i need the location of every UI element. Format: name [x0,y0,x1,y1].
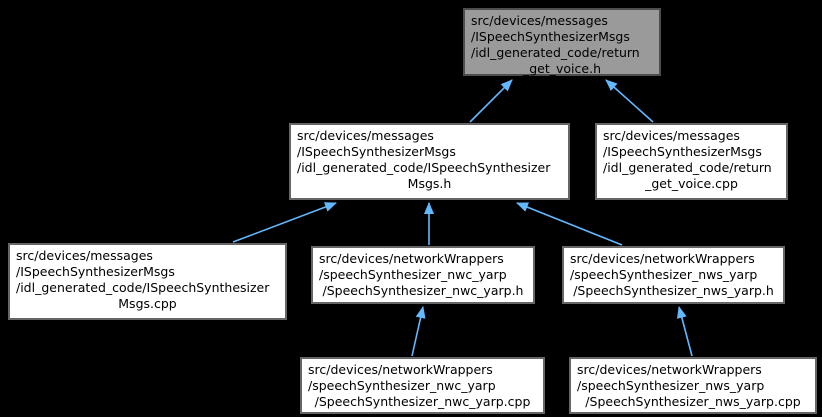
edge-msgs-h-to-return-get-voice-h [469,79,513,123]
node-label-line: src/devices/networkWrappers [570,251,755,266]
node-label-line: /ISpeechSynthesizerMsgs [16,264,175,279]
node-label-line: /SpeechSynthesizer_nws_yarp.h [573,283,774,298]
node-label-line: src/devices/messages [297,128,434,143]
node-label-line: src/devices/messages [16,248,153,263]
node-label-line: /SpeechSynthesizer_nwc_yarp.h [322,283,524,298]
node-label-line: src/devices/networkWrappers [319,251,504,266]
node-return-get-voice-cpp[interactable]: src/devices/messages /ISpeechSynthesizer… [595,123,788,200]
node-speechsynthesizer-nwc-yarp-cpp[interactable]: src/devices/networkWrappers /speechSynth… [300,357,545,414]
node-label-line: _get_voice.h [522,61,601,76]
edge-nws-yarp-h-to-msgs-h [516,202,623,246]
node-ispeechsynthesizermsgs-cpp[interactable]: src/devices/messages /ISpeechSynthesizer… [8,243,287,320]
node-label-line: /idl_generated_code/return [471,45,640,60]
node-label-line: Msgs.cpp [118,296,177,311]
node-label-line: Msgs.h [407,176,452,191]
node-label-line: /idl_generated_code/ISpeechSynthesizer [16,280,270,295]
node-label-line: /SpeechSynthesizer_nws_yarp.cpp [585,394,801,409]
node-label-line: /ISpeechSynthesizerMsgs [471,29,630,44]
node-label-line: src/devices/messages [603,128,740,143]
node-label-line: /speechSynthesizer_nwc_yarp [308,378,496,393]
node-speechsynthesizer-nws-yarp-cpp[interactable]: src/devices/networkWrappers /speechSynth… [569,357,817,414]
node-label-line: /speechSynthesizer_nws_yarp [570,267,758,282]
node-speechsynthesizer-nwc-yarp-h[interactable]: src/devices/networkWrappers /speechSynth… [311,246,535,304]
node-return-get-voice-h[interactable]: src/devices/messages /ISpeechSynthesizer… [463,8,661,76]
edge-nwc-yarp-cpp-to-nwc-yarp-h [411,306,426,357]
node-label-line: src/devices/networkWrappers [308,362,493,377]
node-label-line: /ISpeechSynthesizerMsgs [297,144,456,159]
node-ispeechsynthesizermsgs-h[interactable]: src/devices/messages /ISpeechSynthesizer… [289,123,570,200]
edge-return-get-voice-cpp-to-return-get-voice-h [605,79,654,123]
node-label-line: /speechSynthesizer_nws_yarp [577,378,765,393]
edge-nws-yarp-cpp-to-nws-yarp-h [676,306,693,357]
node-label-line: /speechSynthesizer_nwc_yarp [319,267,507,282]
node-label-line: /idl_generated_code/return [603,160,772,175]
node-label-line: src/devices/messages [471,13,608,28]
node-label-line: /ISpeechSynthesizerMsgs [603,144,762,159]
edge-msgs-cpp-to-msgs-h [232,202,337,243]
node-label-line: /idl_generated_code/ISpeechSynthesizer [297,160,551,175]
node-speechsynthesizer-nws-yarp-h[interactable]: src/devices/networkWrappers /speechSynth… [562,246,785,304]
node-label-line: _get_voice.cpp [645,176,738,191]
node-label-line: src/devices/networkWrappers [577,362,762,377]
node-label-line: /SpeechSynthesizer_nwc_yarp.cpp [314,394,531,409]
